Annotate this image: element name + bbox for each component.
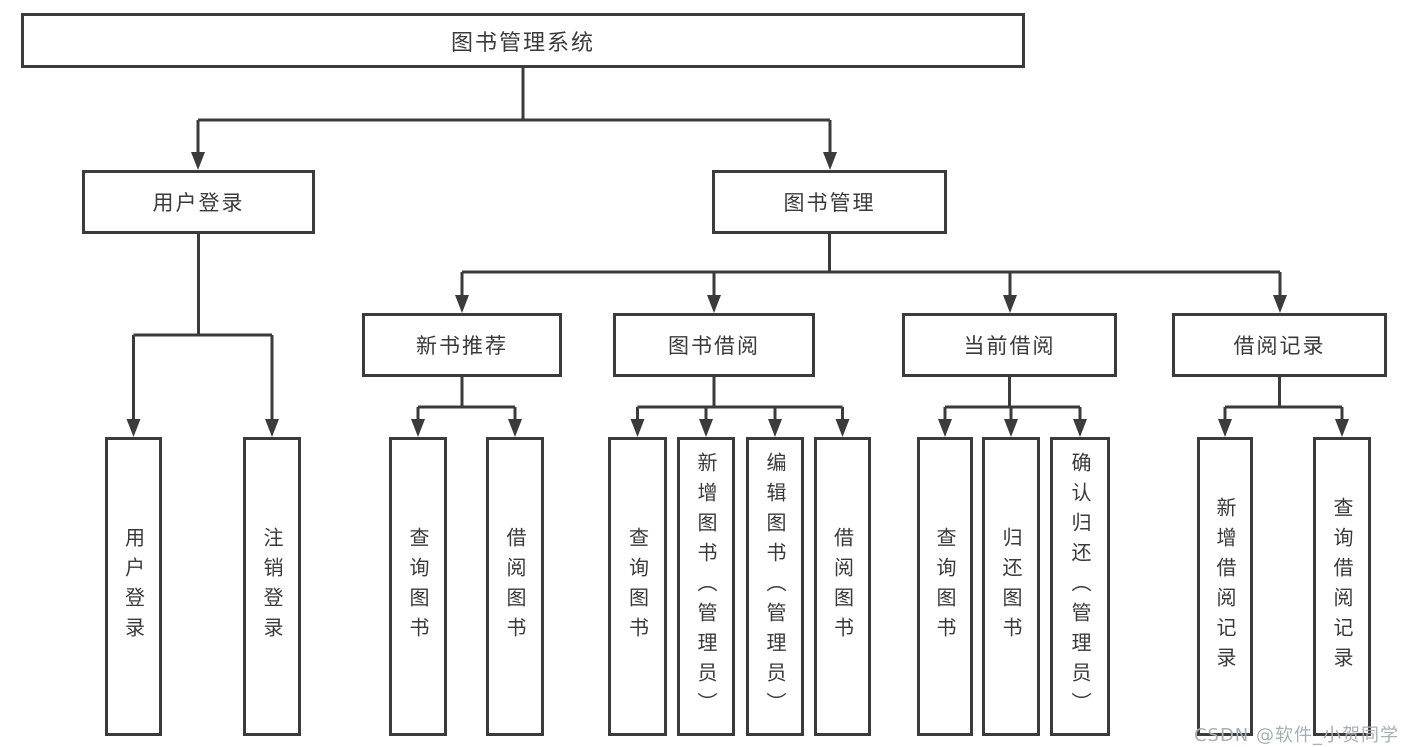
leaf-add-book-admin: 新增图书（管理员） bbox=[677, 437, 735, 736]
node-root: 图书管理系统 bbox=[21, 13, 1025, 68]
leaf-add-book-admin-label: 新增图书（管理员） bbox=[694, 451, 718, 722]
node-current-borrow-label: 当前借阅 bbox=[963, 334, 1056, 358]
node-current-borrow: 当前借阅 bbox=[902, 313, 1117, 377]
leaf-confirm-return-admin: 确认归还（管理员） bbox=[1050, 437, 1110, 736]
node-user-login: 用户登录 bbox=[82, 170, 315, 234]
leaf-borrow-book-recommend: 借阅图书 bbox=[486, 437, 544, 736]
leaf-confirm-return-admin-label: 确认归还（管理员） bbox=[1068, 451, 1092, 722]
leaf-edit-book-admin: 编辑图书（管理员） bbox=[746, 437, 804, 736]
node-borrow-records-label: 借阅记录 bbox=[1233, 334, 1326, 358]
leaf-query-book-borrow-label: 查询图书 bbox=[625, 526, 650, 647]
node-borrow-records: 借阅记录 bbox=[1172, 313, 1387, 377]
leaf-borrow-book-label: 借阅图书 bbox=[830, 526, 855, 647]
leaf-query-book-current: 查询图书 bbox=[917, 437, 973, 736]
leaf-borrow-book: 借阅图书 bbox=[814, 437, 871, 736]
leaf-add-borrow-record: 新增借阅记录 bbox=[1197, 437, 1253, 736]
leaf-query-book-current-label: 查询图书 bbox=[933, 526, 957, 647]
csdn-watermark: CSDN @软件_小贺同学 bbox=[1193, 725, 1399, 746]
leaf-query-borrow-record: 查询借阅记录 bbox=[1313, 437, 1371, 736]
leaf-borrow-book-recommend-label: 借阅图书 bbox=[503, 526, 527, 647]
node-user-login-label: 用户登录 bbox=[152, 191, 245, 215]
leaf-user-login: 用户登录 bbox=[105, 437, 162, 736]
leaf-edit-book-admin-label: 编辑图书（管理员） bbox=[763, 451, 787, 722]
leaf-query-borrow-record-label: 查询借阅记录 bbox=[1330, 496, 1354, 677]
leaf-return-book-label: 归还图书 bbox=[999, 526, 1023, 647]
leaf-query-book-borrow: 查询图书 bbox=[608, 437, 667, 736]
node-root-label: 图书管理系统 bbox=[450, 30, 595, 56]
node-book-borrow-label: 图书借阅 bbox=[668, 334, 760, 358]
node-new-book-recommend: 新书推荐 bbox=[362, 313, 562, 377]
leaf-user-login-label: 用户登录 bbox=[121, 526, 146, 647]
node-book-management-label: 图书管理 bbox=[783, 191, 876, 215]
arrowheads bbox=[126, 152, 1349, 437]
leaf-logout-label: 注销登录 bbox=[260, 526, 284, 647]
node-book-borrow: 图书借阅 bbox=[613, 313, 815, 377]
leaf-logout: 注销登录 bbox=[243, 437, 301, 736]
node-book-management: 图书管理 bbox=[712, 170, 947, 234]
leaf-query-book-recommend-label: 查询图书 bbox=[406, 526, 430, 647]
node-new-book-recommend-label: 新书推荐 bbox=[416, 334, 508, 358]
leaf-add-borrow-record-label: 新增借阅记录 bbox=[1213, 496, 1237, 677]
leaf-return-book: 归还图书 bbox=[982, 437, 1040, 736]
leaf-query-book-recommend: 查询图书 bbox=[389, 437, 447, 736]
connector-strokes bbox=[132, 68, 1344, 420]
